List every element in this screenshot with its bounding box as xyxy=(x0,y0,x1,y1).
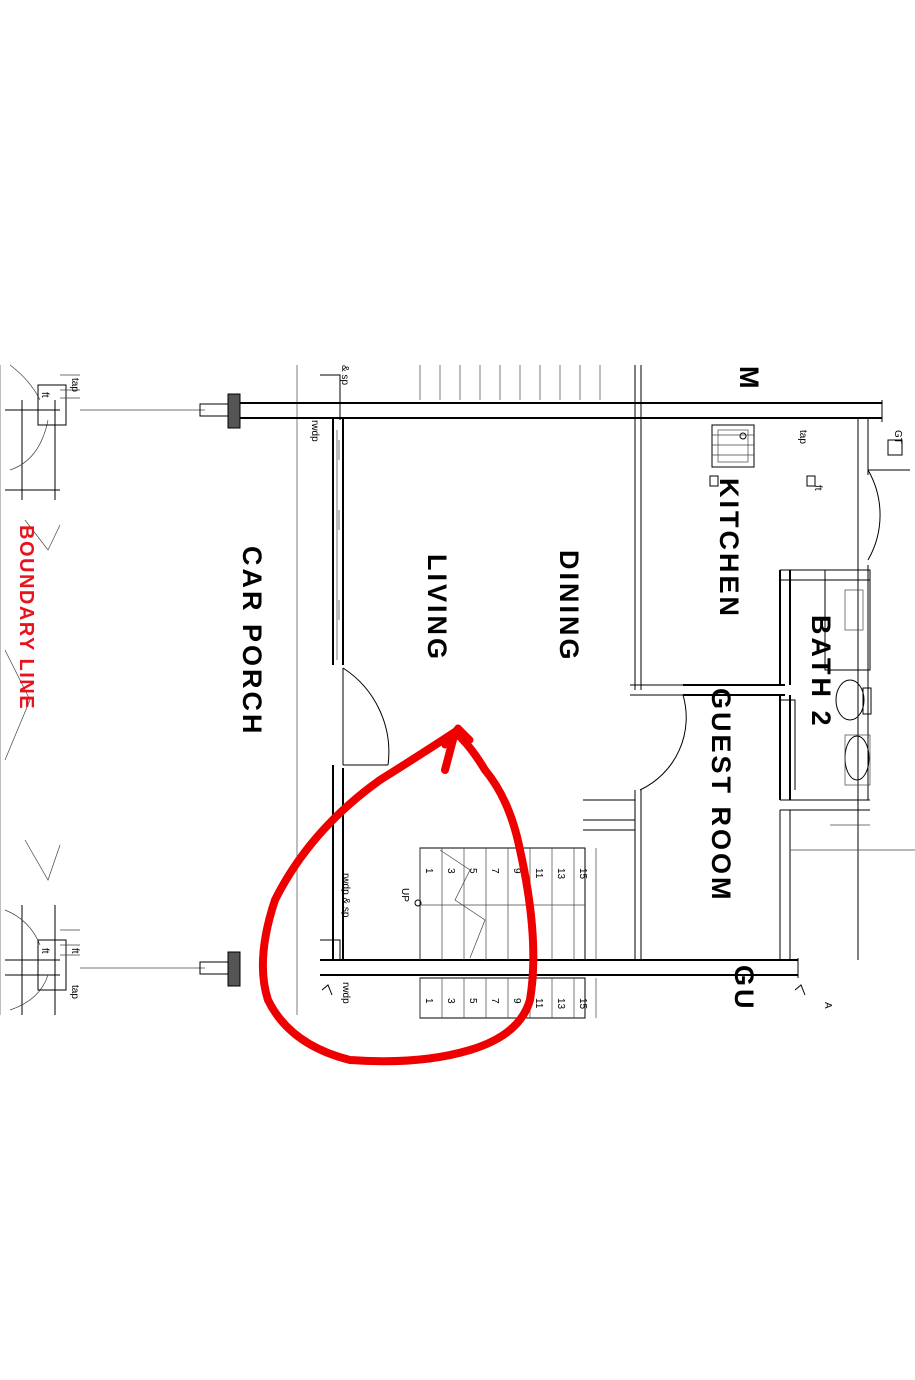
stair-number-upper: 15 xyxy=(577,868,588,880)
red-annotation xyxy=(258,724,538,1066)
stair-number-lower: 1 xyxy=(423,998,434,1004)
room-label-m: M xyxy=(734,366,764,392)
room-label-guest-room: GUEST ROOM xyxy=(706,688,736,903)
stair-number-upper: 5 xyxy=(467,868,478,874)
gate xyxy=(80,393,241,987)
stair-number-upper: 3 xyxy=(445,868,456,874)
boundary-line-label: BOUNDARY LINE xyxy=(15,525,37,710)
stair-number-lower: 9 xyxy=(511,998,522,1004)
kitchen-ft-label: ft xyxy=(812,485,823,491)
rwdp-label-bottom: rwdp xyxy=(340,982,351,1004)
room-label-living: LIVING xyxy=(422,554,452,662)
stair-number-lower: 3 xyxy=(445,998,456,1004)
room-label-gu: GU xyxy=(729,965,759,1012)
boundary-structures: tap ft ft ft tap xyxy=(0,364,80,1015)
ft-label-top: ft xyxy=(39,392,50,398)
kitchen-sink xyxy=(709,424,816,487)
stair-number-lower: 13 xyxy=(555,998,566,1010)
room-label-dining: DINING xyxy=(554,550,584,663)
door-swings xyxy=(342,469,910,791)
room-labels: CAR PORCH LIVING DINING KITCHEN BATH 2 G… xyxy=(237,366,836,1012)
stair-number-lower: 5 xyxy=(467,998,478,1004)
a-partial-label: A xyxy=(822,1002,833,1009)
living-windows xyxy=(336,430,340,660)
annotations: & sp rwdp rwdp & sp rwdp tap ft GT A xyxy=(309,365,903,1009)
stair-number-upper: 1 xyxy=(423,868,434,874)
stair-number-lower: 11 xyxy=(533,998,544,1009)
room-label-bath2: BATH 2 xyxy=(806,615,836,729)
stair-number-upper: 9 xyxy=(511,868,522,874)
stair-up-label: UP xyxy=(399,888,410,902)
stair-number-lower: 7 xyxy=(489,998,500,1004)
stair-number-upper: 13 xyxy=(555,868,566,880)
rwdp-label-top: rwdp xyxy=(309,420,320,442)
ft-label-bottom-1: ft xyxy=(39,948,50,954)
walls xyxy=(240,365,915,978)
ft-label-bottom-2: ft xyxy=(69,948,80,954)
upper-stair-fragment xyxy=(419,365,601,400)
stair-number-upper: 11 xyxy=(533,868,544,879)
stair-number-upper: 7 xyxy=(489,868,500,874)
stair-number-lower: 15 xyxy=(577,998,588,1010)
kitchen-tap-label: tap xyxy=(797,430,808,444)
bath-fixtures xyxy=(824,569,872,786)
sp-label: & sp xyxy=(339,365,350,385)
gt-label: GT xyxy=(892,430,903,444)
room-label-car-porch: CAR PORCH xyxy=(237,546,267,737)
rwdp-sp-label: rwdp & sp xyxy=(340,873,351,918)
tap-label-bottom: tap xyxy=(69,985,80,999)
room-label-kitchen: KITCHEN xyxy=(714,478,744,619)
tap-label-top: tap xyxy=(69,378,80,392)
